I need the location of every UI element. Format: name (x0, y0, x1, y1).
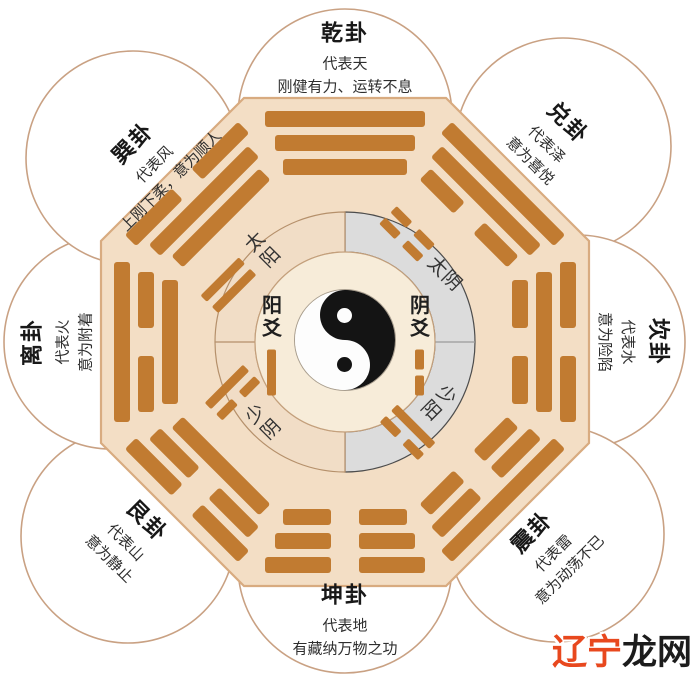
broken-yin-line (275, 533, 415, 549)
gua-desc2: 意为险陷 (595, 311, 614, 372)
gua-label-kan: 坎卦 代表水 意为险陷 (592, 236, 676, 448)
taiji-black-dot (337, 357, 352, 372)
broken-yin-line (512, 280, 528, 404)
watermark: 辽宁龙网 (552, 624, 690, 675)
taiji-yinyang-symbol (295, 290, 395, 390)
broken-yin-line (414, 349, 424, 396)
gua-label-li: 离卦 代表火 意为附着 (14, 236, 98, 448)
solid-yang-line (114, 262, 130, 422)
solid-yang-line (266, 349, 276, 396)
solid-yang-line (275, 135, 415, 151)
gua-name: 坎卦 (644, 317, 670, 366)
yin-yao-bar (414, 349, 424, 396)
solid-yang-line (536, 272, 552, 412)
gua-desc1: 代表地 (322, 616, 368, 635)
gua-desc1: 代表天 (322, 54, 368, 73)
trigram-qian-lines (260, 108, 430, 178)
solid-yang-line (283, 159, 407, 175)
gua-desc1: 代表水 (618, 319, 637, 365)
yang-yao-bar (266, 349, 276, 396)
solid-yang-line (162, 280, 178, 404)
broken-yin-line (283, 509, 407, 525)
yang-yao-label: 阳爻 (258, 294, 283, 341)
broken-yin-line (138, 272, 154, 412)
broken-yin-line (560, 262, 576, 422)
gua-label-qian: 乾卦 代表天 刚健有力、运转不息 (239, 15, 451, 99)
yin-yao-label: 阴爻 (406, 294, 431, 341)
gua-desc2: 有藏纳万物之功 (292, 639, 398, 658)
gua-desc2: 意为附着 (76, 312, 95, 373)
watermark-text-black: 龙网 (622, 633, 690, 673)
gua-name: 坤卦 (320, 583, 369, 609)
taiji-white-dot (337, 308, 352, 323)
gua-desc2: 刚健有力、运转不息 (277, 77, 413, 96)
gua-desc1: 代表火 (53, 319, 72, 365)
yin-yao: 阴爻 (390, 295, 448, 396)
solid-yang-line (265, 111, 425, 127)
gua-name: 乾卦 (320, 21, 369, 47)
gua-name: 离卦 (20, 318, 46, 367)
watermark-text-red: 辽宁 (552, 633, 623, 673)
gua-label-kun: 坤卦 代表地 有藏纳万物之功 (239, 577, 451, 661)
yang-yao: 阳爻 (242, 295, 300, 396)
broken-yin-line (265, 557, 425, 573)
